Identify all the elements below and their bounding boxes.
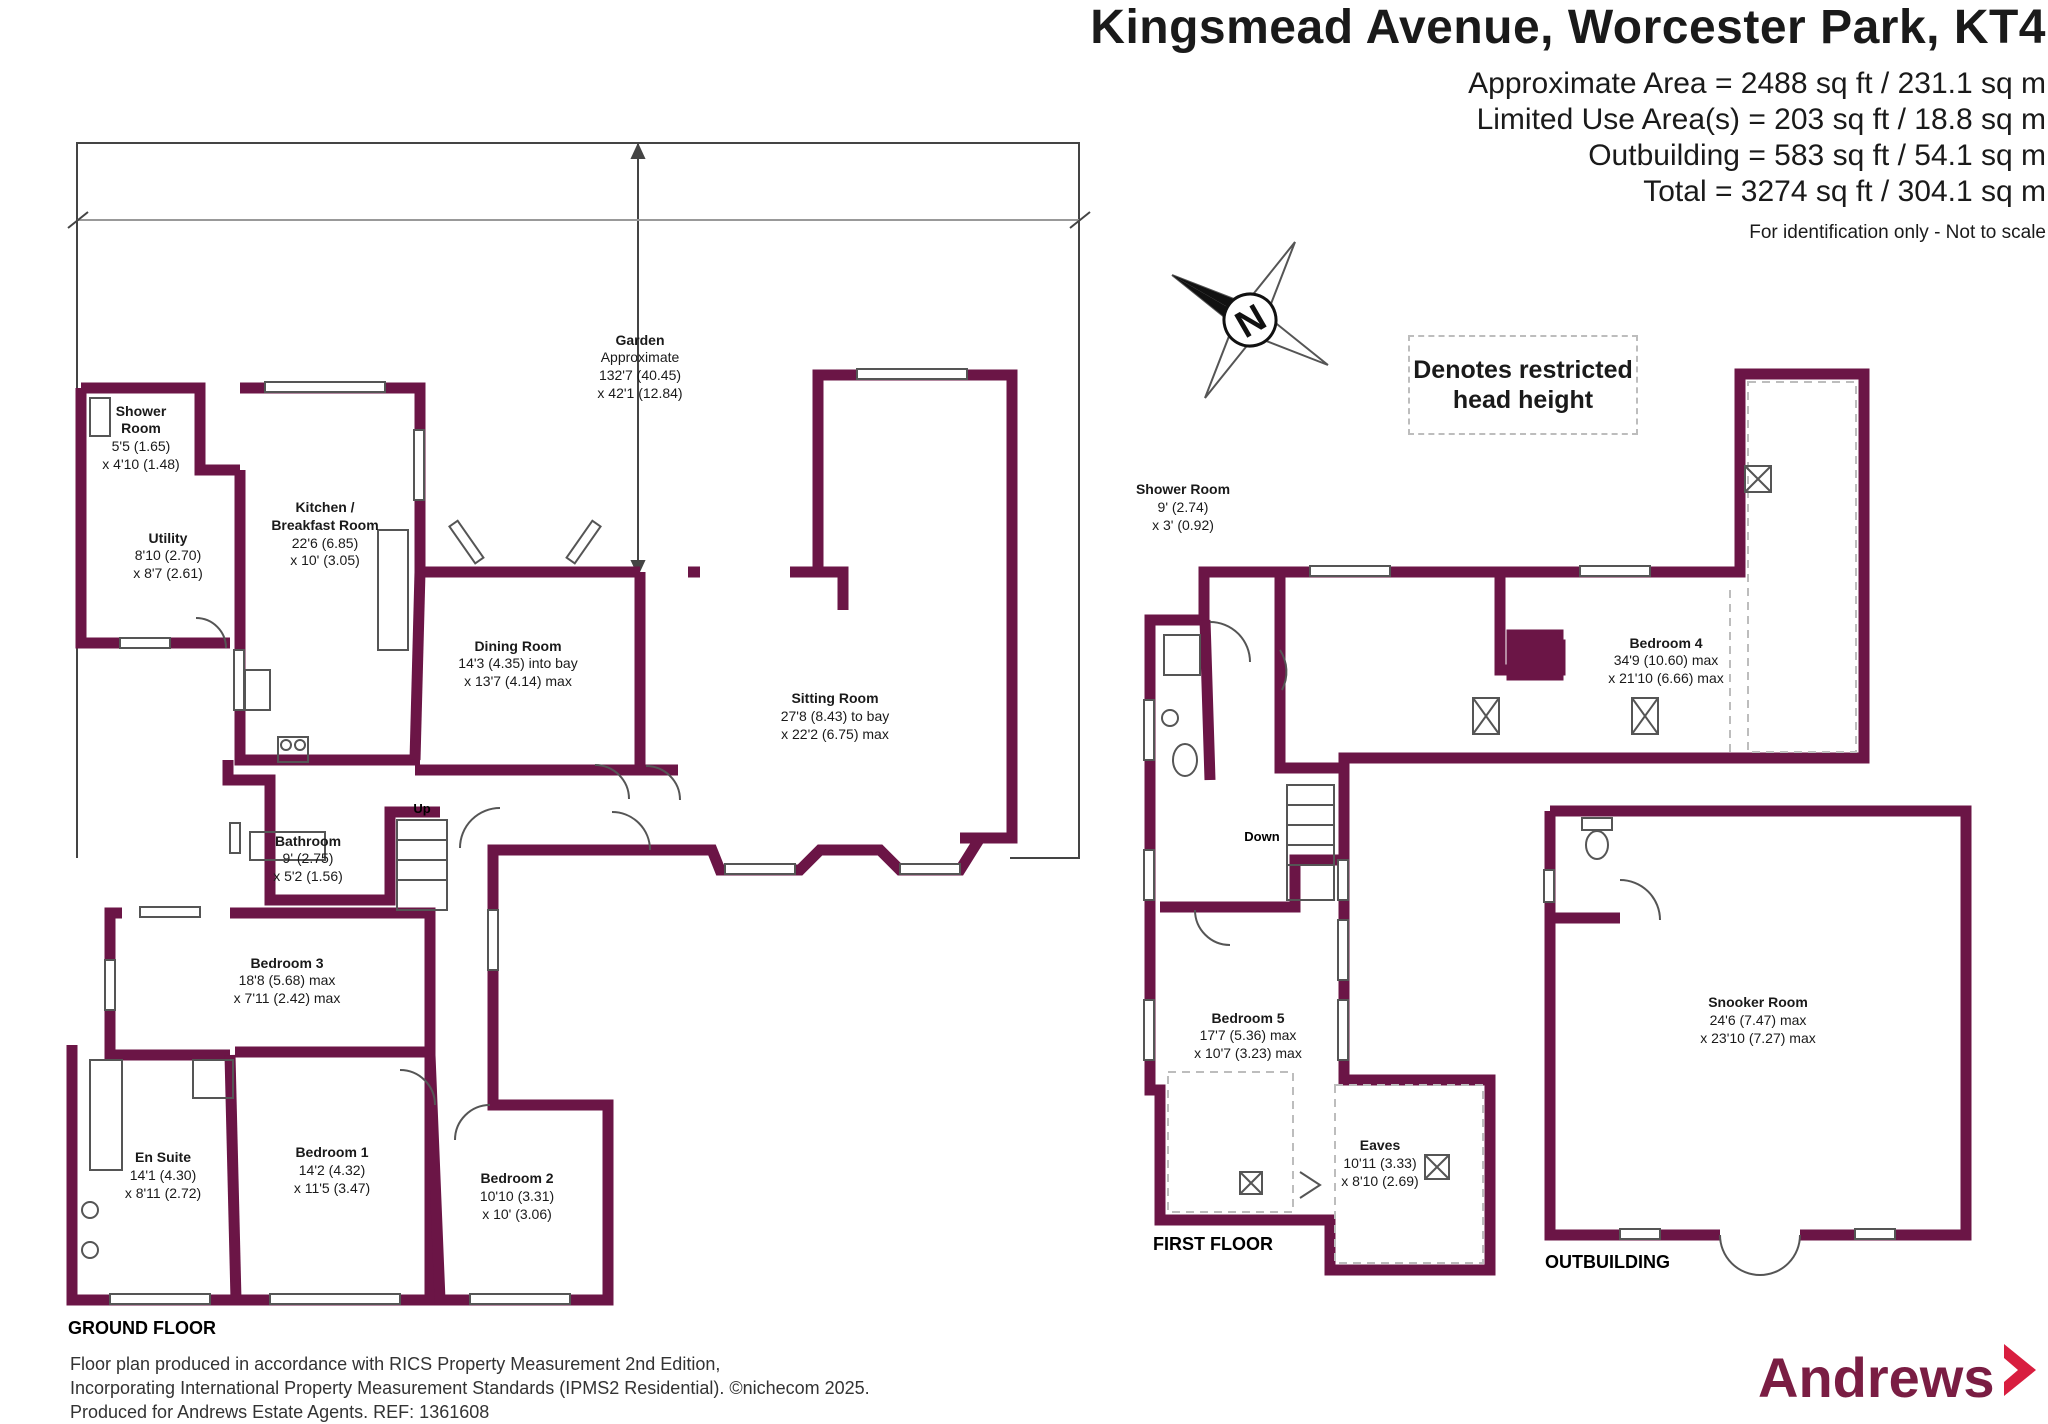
room-label-line: Garden bbox=[615, 332, 664, 348]
ground-floor-windows bbox=[104, 368, 968, 1305]
scale-note: For identification only - Not to scale bbox=[1749, 222, 2046, 243]
outbuilding-fixtures bbox=[1543, 817, 1896, 1276]
room-label-kitchen: Kitchen / Breakfast Room 22'6 (6.85)x 10' … bbox=[271, 499, 378, 568]
brand-logo: Andrews bbox=[1758, 1346, 1995, 1409]
room-label-line: x 7'11 (2.42) max bbox=[234, 990, 341, 1006]
room-label-line: 9' (2.74) bbox=[1158, 499, 1209, 515]
room-label-line: Bathroom bbox=[275, 833, 341, 849]
room-label-line: Dining Room bbox=[474, 638, 561, 654]
ground-floor-label: GROUND FLOOR bbox=[68, 1318, 216, 1338]
room-label-line: Bedroom 5 bbox=[1211, 1010, 1284, 1026]
outbuilding-area: Outbuilding = 583 sq ft / 54.1 sq m bbox=[1588, 139, 2046, 172]
room-label-line: 8'10 (2.70) bbox=[135, 547, 202, 563]
compass-icon bbox=[1171, 241, 1329, 399]
room-label-line: 14'1 (4.30) bbox=[130, 1167, 197, 1183]
first-floor-label: FIRST FLOOR bbox=[1153, 1234, 1273, 1254]
room-label-ensuite: En Suite 14'1 (4.30) x 8'11 (2.72) bbox=[125, 1149, 201, 1201]
room-label-line: Room bbox=[121, 420, 161, 436]
room-label-line: x 8'7 (2.61) bbox=[133, 565, 203, 581]
room-label-snooker: Snooker Room 24'6 (7.47) max x 23'10 (7.27… bbox=[1700, 994, 1816, 1046]
room-label-line: 132'7 (40.45) bbox=[599, 367, 681, 383]
room-label-line: 22'6 (6.85) bbox=[292, 535, 359, 551]
room-label-line: 5'5 (1.65) bbox=[112, 438, 171, 454]
stairs-up-label: Up bbox=[413, 801, 430, 816]
stairs-down-label: Down bbox=[1244, 829, 1279, 844]
room-label-line: x 10' (3.06) bbox=[482, 1206, 552, 1222]
room-label-line: 27'8 (8.43) to bay bbox=[781, 708, 890, 724]
room-label-line: x 8'10 (2.69) bbox=[1341, 1173, 1418, 1189]
room-label-line: x 13'7 (4.14) max bbox=[464, 673, 572, 689]
room-label-shower-room-ff: Shower Room 9' (2.74) x 3' (0.92) bbox=[1136, 481, 1230, 533]
restricted-height-legend: Denotes restricted head height bbox=[1408, 335, 1638, 435]
room-label-line: 17'7 (5.36) max bbox=[1200, 1027, 1297, 1043]
room-label-line: 14'3 (4.35) into bay bbox=[458, 655, 577, 671]
room-label-bedroom5: Bedroom 517'7 (5.36) max x 10'7 (3.23) ma… bbox=[1194, 1010, 1302, 1061]
room-label-line: Breakfast Room bbox=[271, 517, 378, 533]
outbuilding-label: OUTBUILDING bbox=[1545, 1252, 1670, 1272]
footer-note: Floor plan produced in accordance with R… bbox=[70, 1352, 870, 1424]
room-label-line: 10'10 (3.31) bbox=[480, 1188, 554, 1204]
approximate-area: Approximate Area = 2488 sq ft / 231.1 sq… bbox=[1468, 67, 2046, 100]
first-floor-windows bbox=[1143, 565, 1651, 1061]
room-label-line: x 5'2 (1.56) bbox=[273, 868, 343, 884]
room-label-line: 18'8 (5.68) max bbox=[239, 972, 336, 988]
limited-use-area: Limited Use Area(s) = 203 sq ft / 18.8 s… bbox=[1476, 103, 2046, 136]
footer-line: Floor plan produced in accordance with R… bbox=[70, 1354, 721, 1374]
ground-floor-fixtures bbox=[81, 397, 681, 1259]
room-label-line: 9' (2.75) bbox=[283, 850, 334, 866]
room-label-line: x 10'7 (3.23) max bbox=[1194, 1045, 1302, 1061]
room-label-line: Bedroom 3 bbox=[250, 955, 323, 971]
room-label-eaves: Eaves 10'11 (3.33) x 8'10 (2.69) bbox=[1341, 1137, 1418, 1189]
room-label-bedroom3: Bedroom 318'8 (5.68) max x 7'11 (2.42) ma… bbox=[234, 955, 341, 1006]
room-label-line: 14'2 (4.32) bbox=[299, 1162, 366, 1178]
room-label-line: Shower Room bbox=[1136, 481, 1230, 497]
room-label-line: Sitting Room bbox=[791, 690, 878, 706]
room-label-bedroom1: Bedroom 1 14'2 (4.32) x 11'5 (3.47) bbox=[294, 1144, 370, 1196]
room-label-line: Snooker Room bbox=[1708, 994, 1808, 1010]
footer-line: Incorporating International Property Mea… bbox=[70, 1378, 870, 1398]
room-label-line: Bedroom 4 bbox=[1629, 635, 1702, 651]
room-label-line: 10'11 (3.33) bbox=[1343, 1155, 1416, 1171]
room-label-line: x 42'1 (12.84) bbox=[597, 385, 682, 401]
total-area: Total = 3274 sq ft / 304.1 sq m bbox=[1643, 175, 2046, 208]
room-label-line: Bedroom 1 bbox=[295, 1144, 368, 1160]
footer-line: Produced for Andrews Estate Agents. REF:… bbox=[70, 1402, 490, 1422]
room-label-line: 24'6 (7.47) max bbox=[1710, 1012, 1807, 1028]
room-label-line: Kitchen / bbox=[295, 499, 354, 515]
room-label-line: x 23'10 (7.27) max bbox=[1700, 1030, 1816, 1046]
page-title: Kingsmead Avenue, Worcester Park, KT4 bbox=[1090, 1, 2046, 54]
room-label-line: Bedroom 2 bbox=[480, 1170, 553, 1186]
ground-floor-walls bbox=[66, 369, 1018, 1306]
room-label-bedroom4: Bedroom 434'9 (10.60) max x 21'10 (6.66) … bbox=[1608, 635, 1724, 686]
room-label-sitting: Sitting Room 27'8 (8.43) to bay x 22'2 (6.… bbox=[781, 690, 890, 742]
room-label-line: Shower bbox=[116, 403, 167, 419]
room-label-bedroom2: Bedroom 2 10'10 (3.31) x 10' (3.06) bbox=[480, 1170, 554, 1222]
room-label-line: x 8'11 (2.72) bbox=[125, 1185, 201, 1201]
garden-outline bbox=[67, 142, 1091, 859]
room-label-line: 34'9 (10.60) max bbox=[1614, 652, 1719, 668]
room-label-line: x 22'2 (6.75) max bbox=[781, 726, 889, 742]
room-label-line: x 21'10 (6.66) max bbox=[1608, 670, 1724, 686]
room-label-line: Eaves bbox=[1360, 1137, 1401, 1153]
room-label-line: x 11'5 (3.47) bbox=[294, 1180, 370, 1196]
room-label-line: x 4'10 (1.48) bbox=[102, 456, 179, 472]
room-label-line: En Suite bbox=[135, 1149, 191, 1165]
room-label-line: Approximate bbox=[601, 349, 680, 365]
first-floor-fixtures bbox=[1161, 465, 1772, 1199]
room-label-line: x 10' (3.05) bbox=[290, 552, 360, 568]
room-label-line: Utility bbox=[149, 530, 188, 546]
brand-chevron-icon bbox=[2004, 1344, 2036, 1396]
room-label-line: x 3' (0.92) bbox=[1152, 517, 1214, 533]
restricted-height-areas bbox=[1167, 381, 1857, 1264]
first-floor-walls bbox=[1144, 368, 1870, 1276]
